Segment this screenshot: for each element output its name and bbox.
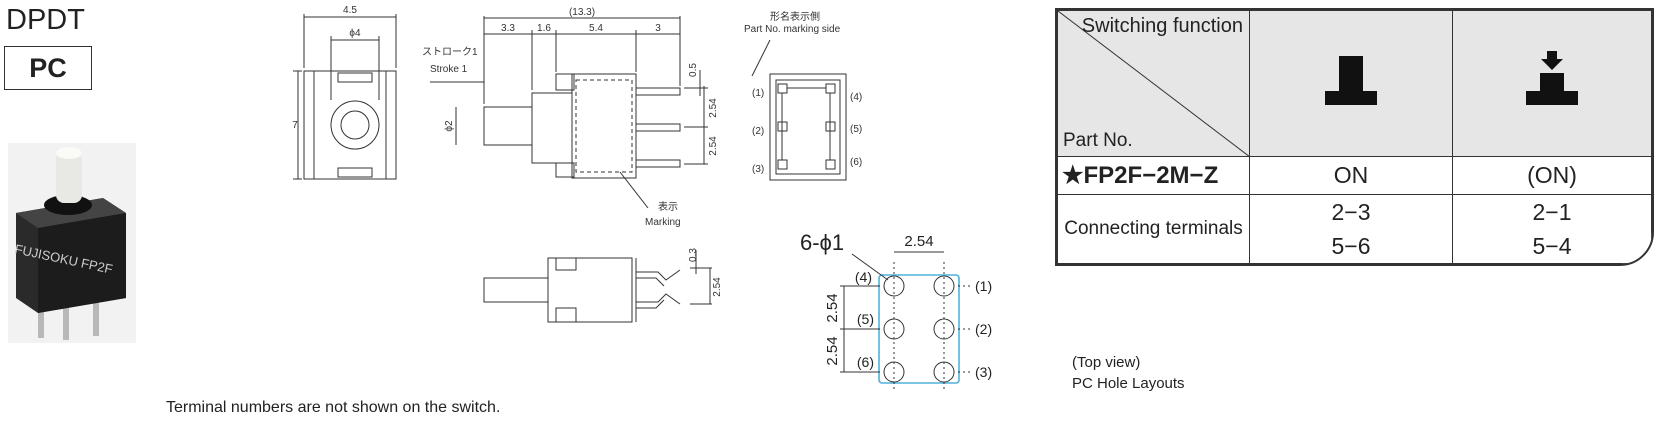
dim-3: 3 [655, 23, 661, 34]
part-no-header: Part No. [1063, 130, 1133, 151]
terminal-view: 形名表示側 Part No. marking side (1) (2) (3) … [744, 10, 862, 181]
table-header-corner: Switching function Part No. [1057, 10, 1250, 157]
bottom-view: 0.3 2.54 [483, 248, 723, 323]
holes-label: 6-ϕ1 [800, 230, 844, 255]
dim-7: 7 [292, 120, 298, 131]
hole-pitch-top: 2.54 [904, 233, 933, 250]
dim-3-3: 3.3 [501, 23, 515, 34]
term-label-3: (3) [752, 164, 764, 175]
dim-5-4: 5.4 [589, 23, 603, 34]
marking-side-label: Part No. marking side [744, 24, 841, 35]
term-label-6: (6) [850, 157, 862, 168]
term-label-5: (5) [850, 124, 862, 135]
pushed-terminals: 2−1 5−4 [1452, 194, 1652, 264]
button-released-icon [1325, 56, 1377, 105]
dim-2-54-c: 2.54 [712, 277, 723, 297]
normal-state-header [1249, 10, 1453, 157]
side-view: (13.3) 3.3 1.6 5.4 3 0.5 2.54 2.54 ϕ2 スト… [422, 7, 719, 228]
switching-function-table: Switching function Part No. ★FP2F−2M−Z O… [1055, 8, 1654, 266]
dim-4-5: 4.5 [343, 5, 357, 16]
front-view: 4.5 ϕ4 7 [292, 5, 397, 180]
hole-pitch-left-b: 2.54 [824, 336, 841, 365]
normal-terminal-pair: 5−6 [1331, 232, 1371, 259]
hole-label-1: (1) [975, 278, 992, 294]
term-label-4: (4) [850, 92, 862, 103]
dim-0-3: 0.3 [688, 248, 699, 262]
connecting-terminals-label: Connecting terminals [1057, 194, 1250, 264]
stroke-label: Stroke 1 [430, 64, 468, 75]
term-label-1: (1) [752, 88, 764, 99]
hole-label-6: (6) [857, 354, 874, 370]
pushed-terminal-pair: 2−1 [1532, 198, 1572, 225]
pushed-state-header [1452, 10, 1652, 157]
part-number: ★FP2F−2M−Z [1057, 156, 1250, 195]
stroke-label-jp: ストローク1 [422, 46, 478, 58]
dim-2-54-a: 2.54 [708, 98, 719, 118]
normal-state: ON [1249, 156, 1453, 195]
top-view-note: (Top view) [1072, 354, 1141, 371]
dim-0-5: 0.5 [688, 63, 699, 77]
marking-side-label-jp: 形名表示側 [770, 10, 820, 23]
button-pressed-icon [1526, 51, 1578, 105]
footnote: Terminal numbers are not shown on the sw… [166, 399, 501, 416]
hole-pitch-left-a: 2.54 [824, 293, 841, 322]
diagonal-divider [1058, 11, 1250, 157]
mount-type-badge: PC [4, 46, 92, 90]
dim-phi4: ϕ4 [349, 28, 361, 39]
hole-label-3: (3) [975, 364, 992, 380]
term-label-2: (2) [752, 126, 764, 137]
dim-13-3: (13.3) [569, 7, 595, 18]
switching-function-header: Switching function [1081, 15, 1243, 37]
product-photo: FUJISOKU FP2F [8, 143, 136, 343]
normal-terminal-pair: 2−3 [1331, 198, 1371, 225]
hole-layout-caption: PC Hole Layouts [1072, 375, 1185, 392]
series-title: DPDT [6, 4, 85, 36]
dim-2-54-b: 2.54 [708, 136, 719, 156]
hole-label-4: (4) [855, 269, 872, 285]
pushed-state: (ON) [1452, 156, 1652, 195]
hole-label-5: (5) [857, 311, 874, 327]
pc-hole-layout: 6-ϕ1 2.54 2.54 2.54 (4) (5) (6) (1) (2) … [800, 230, 992, 392]
pushed-terminal-pair: 5−4 [1532, 232, 1572, 259]
marking-label-jp: 表示 [658, 200, 678, 213]
marking-label: Marking [645, 217, 681, 228]
normal-terminals: 2−3 5−6 [1249, 194, 1453, 264]
dimension-drawings: 4.5 ϕ4 7 (13.3) 3.3 1.6 5.4 3 0.5 2.54 2… [292, 5, 992, 392]
dim-1-6: 1.6 [537, 23, 551, 34]
hole-label-2: (2) [975, 321, 992, 337]
dim-phi2: ϕ2 [444, 120, 455, 132]
